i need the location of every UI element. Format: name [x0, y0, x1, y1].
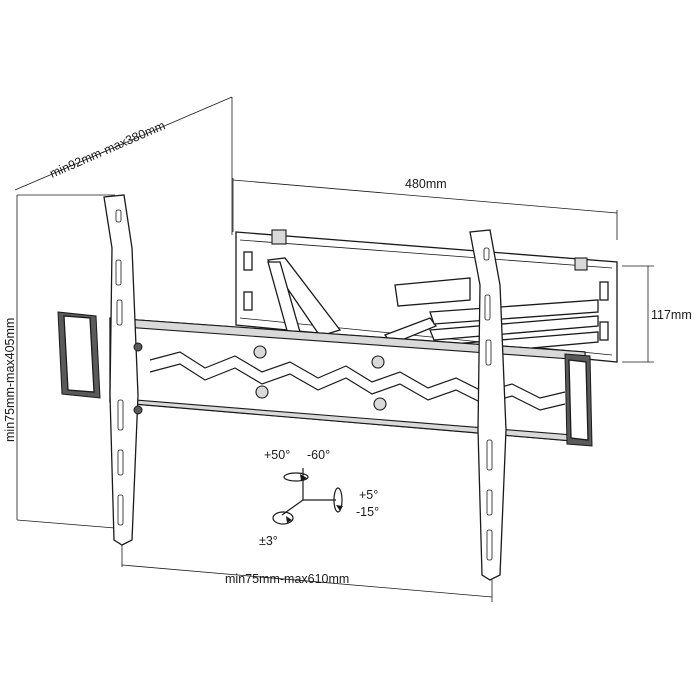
wall-plate-width-label: 480mm — [405, 177, 447, 191]
right-vertical-bracket — [469, 229, 507, 581]
dimension-lines — [14, 96, 654, 602]
main-arm — [57, 311, 593, 447]
wall-plate-height-label: 117mm — [651, 308, 692, 322]
vertical-vesa-label: min75mm-max405mm — [3, 318, 17, 442]
tilt-up-label: +5° — [359, 488, 378, 502]
depth-label: min92mm-max380mm — [48, 118, 168, 180]
swivel-right-label: -60° — [307, 448, 330, 462]
horizontal-vesa-label: min75mm-max610mm — [225, 572, 349, 586]
rotation-axes-icon — [272, 468, 343, 525]
swivel-left-label: +50° — [264, 448, 290, 462]
tilt-down-label: -15° — [356, 505, 379, 519]
left-vertical-bracket — [103, 194, 143, 546]
rotation-label: ±3° — [259, 534, 278, 548]
